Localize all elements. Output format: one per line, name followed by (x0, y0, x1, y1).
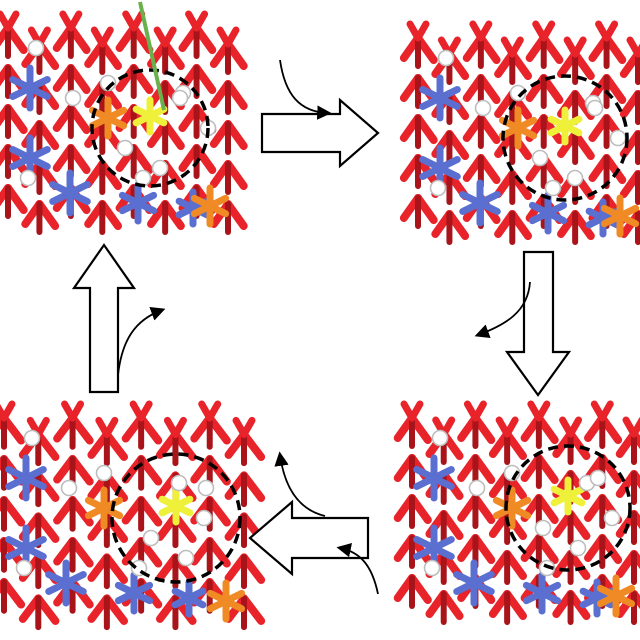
hydrogen-atom (197, 479, 215, 497)
hydrogen-atom (171, 89, 189, 107)
crystal-structure-top-right (399, 20, 640, 245)
hydrogen-atom (27, 39, 45, 57)
yellow-dopant-atom (550, 476, 586, 516)
blue-metal-center (413, 524, 455, 572)
hydrogen-atom (569, 539, 587, 557)
orange-metal-center (206, 579, 246, 623)
green-pointer-line (138, 1, 166, 111)
blue-metal-center (419, 74, 461, 122)
hydrogen-atom (95, 464, 113, 482)
yellow-dopant-atom (547, 106, 583, 146)
blue-metal-center (453, 559, 495, 607)
hydrogen-atom (544, 179, 562, 197)
blue-metal-center (5, 454, 47, 502)
yellow-dopant-atom (158, 486, 194, 526)
outgoing-branch-bottom (274, 451, 326, 517)
blue-metal-center (45, 559, 87, 607)
blue-metal-center (118, 181, 158, 225)
hydrogen-atom (151, 159, 169, 177)
hydrogen-atom (468, 479, 486, 497)
hydrogen-atom (116, 139, 134, 157)
orange-metal-center (88, 96, 128, 140)
blue-metal-center (9, 134, 51, 182)
active-site-circle (504, 444, 632, 572)
hydrogen-atom (437, 49, 455, 67)
blue-metal-center (114, 571, 154, 615)
hydrogen-atom (19, 169, 37, 187)
hydrogen-atom (177, 549, 195, 567)
blue-metal-center (5, 524, 47, 572)
crystal-structure-bottom-right (393, 400, 640, 625)
incoming-branch-top (279, 59, 332, 120)
hydrogen-atom (423, 559, 441, 577)
hydrogen-atom (531, 149, 549, 167)
oxygen-framework (0, 400, 266, 631)
hydrogen-atom (60, 479, 78, 497)
hydrogen-atom (142, 529, 160, 547)
active-site-circle (90, 68, 210, 188)
hydrogen-atom (609, 129, 627, 147)
orange-metal-center (190, 184, 230, 228)
orange-metal-center (84, 486, 124, 530)
hydrogen-atom (586, 99, 604, 117)
cycle-arrow-bottom (248, 499, 370, 577)
hydrogen-atom (589, 469, 607, 487)
hydrogen-atom (603, 509, 621, 527)
blue-metal-center (49, 169, 91, 217)
crystal-structure-top-left (0, 1, 248, 235)
hydrogen-atom (534, 519, 552, 537)
blue-metal-center (522, 571, 562, 615)
orange-metal-center (600, 194, 640, 238)
hydrogen-atom (566, 169, 584, 187)
blue-metal-center (528, 191, 568, 235)
hydrogen-atom (431, 429, 449, 447)
crystal-structure-bottom-left (0, 400, 266, 631)
orange-metal-center (492, 486, 532, 530)
hydrogen-atom (15, 559, 33, 577)
active-site-circle (501, 74, 629, 202)
blue-metal-center (171, 578, 207, 618)
hydrogen-atom (64, 89, 82, 107)
blue-metal-center (459, 179, 501, 227)
blue-metal-center (413, 454, 455, 502)
incoming-branch-bottom (336, 543, 379, 595)
cycle-arrow-left (71, 243, 137, 394)
hydrogen-atom (195, 509, 213, 527)
hydrogen-atom (170, 474, 188, 492)
hydrogen-atom (474, 99, 492, 117)
active-site-circle (110, 452, 242, 584)
outgoing-branch-left (117, 307, 166, 376)
orange-metal-center (596, 574, 636, 618)
yellow-dopant-atom (132, 96, 168, 136)
outgoing-branch-right (474, 281, 531, 338)
blue-metal-center (9, 64, 51, 112)
hydrogen-atom (23, 429, 41, 447)
hydrogen-atom (429, 179, 447, 197)
cycle-arrow-top (260, 97, 380, 169)
cycle-arrow-right (504, 250, 572, 397)
